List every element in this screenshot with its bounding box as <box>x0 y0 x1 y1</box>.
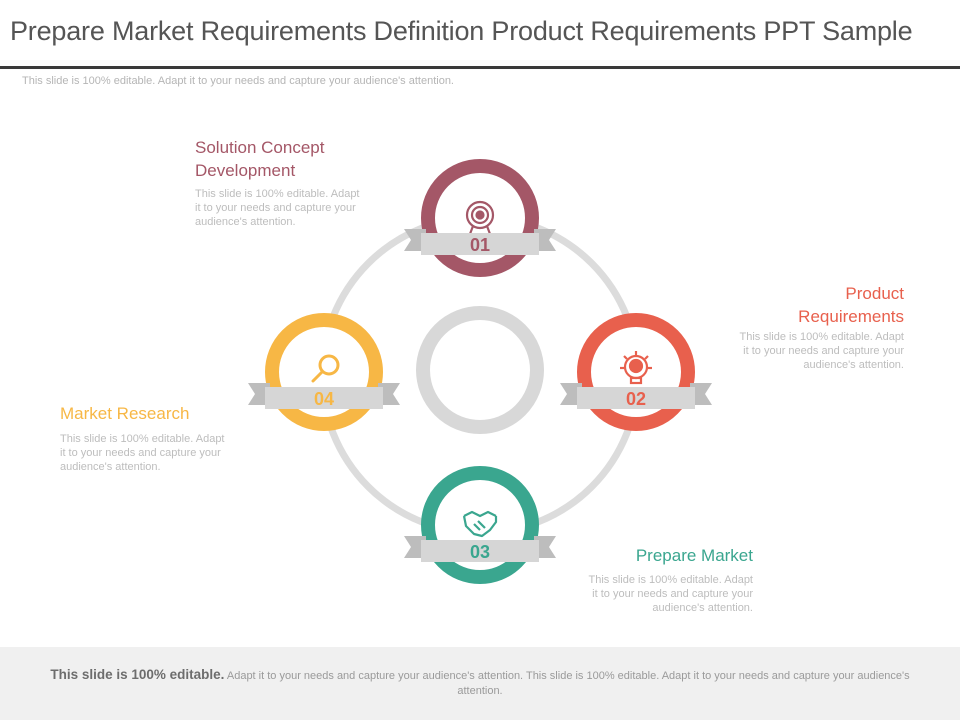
stage-03-title: Prepare Market <box>553 544 753 567</box>
stage-02-node: 02 <box>560 313 712 431</box>
stage-01-desc-line-3: audience's attention. <box>195 216 296 228</box>
handshake-icon <box>462 510 498 538</box>
footer-bar: This slide is 100% editable. Adapt it to… <box>0 647 960 720</box>
stage-03-desc-line-2: it to your needs and capture your <box>592 588 753 600</box>
stage-01-number: 01 <box>470 235 490 255</box>
stage-02-title-line-1: Product <box>845 284 904 303</box>
stage-04-description: This slide is 100% editable. Adapt it to… <box>60 432 225 474</box>
stage-04-desc-line-2: it to your needs and capture your <box>60 447 221 459</box>
stage-01-desc-line-2: it to your needs and capture your <box>195 202 356 214</box>
magnifier-icon <box>311 354 340 383</box>
stage-01-description: This slide is 100% editable. Adapt it to… <box>195 187 360 229</box>
stage-01-title-line-1: Solution Concept <box>195 138 325 157</box>
stage-04-desc-line-1: This slide is 100% editable. Adapt <box>60 433 225 445</box>
stage-01-title: Solution Concept Development <box>195 136 324 182</box>
stage-02-desc-line-2: it to your needs and capture your <box>743 345 904 357</box>
slide-title: Prepare Market Requirements Definition P… <box>10 16 913 46</box>
footer-text: This slide is 100% editable. Adapt it to… <box>30 667 930 699</box>
stage-02-title: Product Requirements <box>704 282 904 328</box>
stage-03-title-line-1: Prepare Market <box>635 546 753 565</box>
slide-subtitle: This slide is 100% editable. Adapt it to… <box>22 75 454 87</box>
stage-03-description: This slide is 100% editable. Adapt it to… <box>553 573 754 615</box>
stage-04-title-line-1: Market Research <box>60 404 190 423</box>
stage-02-desc-line-1: This slide is 100% editable. Adapt <box>739 331 905 343</box>
stage-01-node: 01 <box>404 159 556 277</box>
footer-bold-text: This slide is 100% editable. <box>50 667 225 682</box>
stage-03-number: 03 <box>470 542 490 562</box>
stage-02-description: This slide is 100% editable. Adapt it to… <box>704 330 905 372</box>
stage-02-desc-line-3: audience's attention. <box>803 359 904 371</box>
stage-01-desc-line-1: This slide is 100% editable. Adapt <box>195 188 360 200</box>
stage-02-number: 02 <box>626 389 646 409</box>
stage-04-desc-line-3: audience's attention. <box>60 461 161 473</box>
stage-04-title: Market Research <box>60 402 189 425</box>
stage-03-node: 03 <box>404 466 556 584</box>
stage-04-node: 04 <box>248 313 400 431</box>
title-divider <box>0 66 960 69</box>
lightbulb-gear-icon <box>620 351 652 385</box>
stage-04-number: 04 <box>314 389 334 409</box>
stage-02-title-line-2: Requirements <box>798 307 904 326</box>
stage-03-desc-line-1: This slide is 100% editable. Adapt <box>588 574 754 586</box>
stage-03-desc-line-3: audience's attention. <box>652 602 753 614</box>
target-icon <box>465 200 495 235</box>
center-ring <box>416 306 544 434</box>
stage-01-title-line-2: Development <box>195 161 296 180</box>
footer-body-text: Adapt it to your needs and capture your … <box>224 670 910 697</box>
